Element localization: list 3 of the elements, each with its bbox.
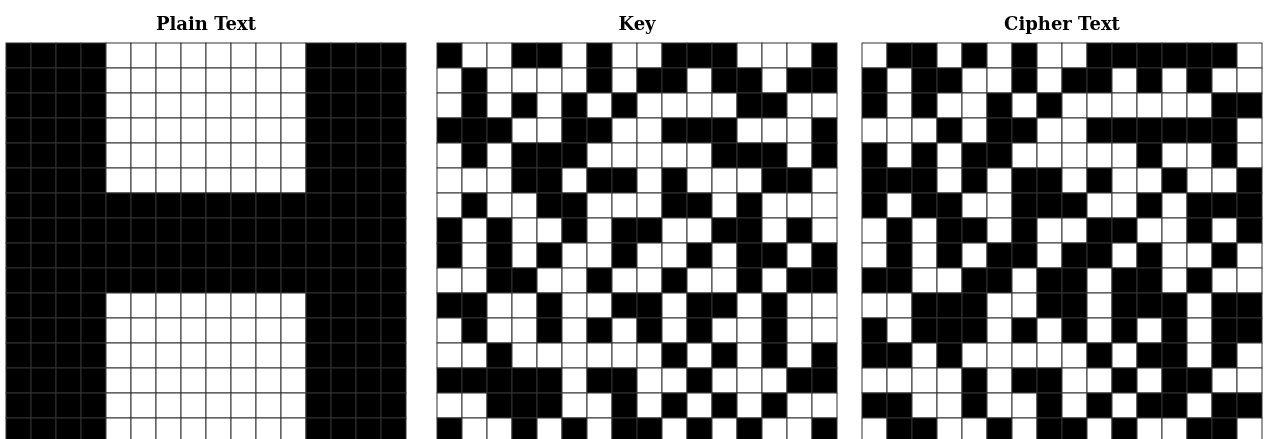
- panel-title: Plain Text: [155, 13, 257, 35]
- panel-title: Key: [618, 13, 656, 35]
- panel-title: Cipher Text: [1004, 13, 1120, 35]
